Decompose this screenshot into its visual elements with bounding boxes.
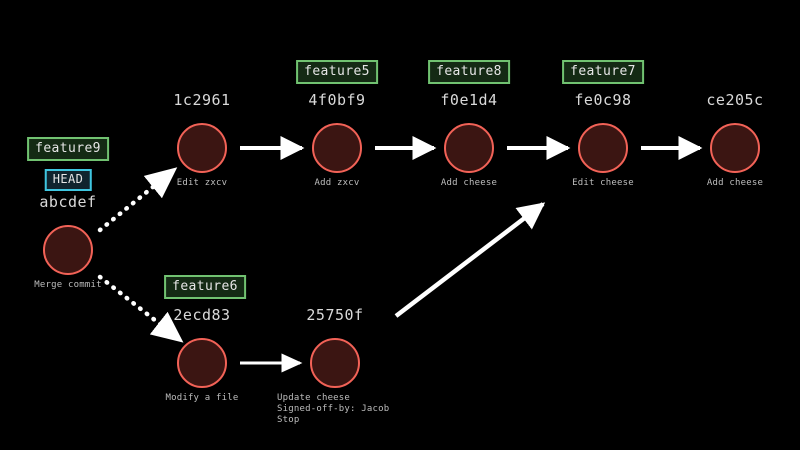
commit-hash: ce205c xyxy=(706,91,764,109)
commit-circle[interactable] xyxy=(177,123,227,173)
commit-circle[interactable] xyxy=(444,123,494,173)
commit-circle[interactable] xyxy=(177,338,227,388)
commit-circle[interactable] xyxy=(312,123,362,173)
commit-hash: 4f0bf9 xyxy=(308,91,366,109)
commit-message: Modify a file xyxy=(165,393,239,403)
commit-hash: 2ecd83 xyxy=(173,306,231,324)
commit-hash: fe0c98 xyxy=(574,91,632,109)
head-badge[interactable]: HEAD xyxy=(44,169,92,191)
commit-message: Add cheese xyxy=(440,178,498,188)
branch-badge-feature5[interactable]: feature5 xyxy=(296,60,378,84)
commit-message: Edit cheese xyxy=(572,178,634,188)
commit-circle[interactable] xyxy=(578,123,628,173)
commit-circle[interactable] xyxy=(310,338,360,388)
edge-25750f-fe0c98 xyxy=(394,202,546,318)
commit-circle[interactable] xyxy=(710,123,760,173)
commit-hash: 1c2961 xyxy=(173,91,231,109)
commit-hash: f0e1d4 xyxy=(440,91,498,109)
branch-badge-feature9[interactable]: feature9 xyxy=(27,137,109,161)
commit-message: Update cheese Signed-off-by: Jacob Stop xyxy=(277,393,390,425)
commit-hash: abcdef xyxy=(39,193,97,211)
commit-circle[interactable] xyxy=(43,225,93,275)
branch-badge-feature6[interactable]: feature6 xyxy=(164,275,246,299)
commit-message: Merge commit xyxy=(34,280,102,290)
commit-message: Add cheese xyxy=(706,178,764,188)
branch-badge-feature7[interactable]: feature7 xyxy=(562,60,644,84)
commit-message: Add zxcv xyxy=(314,178,360,188)
commit-hash: 25750f xyxy=(306,306,364,324)
branch-badge-feature8[interactable]: feature8 xyxy=(428,60,510,84)
commit-message: Edit zxcv xyxy=(176,178,228,188)
